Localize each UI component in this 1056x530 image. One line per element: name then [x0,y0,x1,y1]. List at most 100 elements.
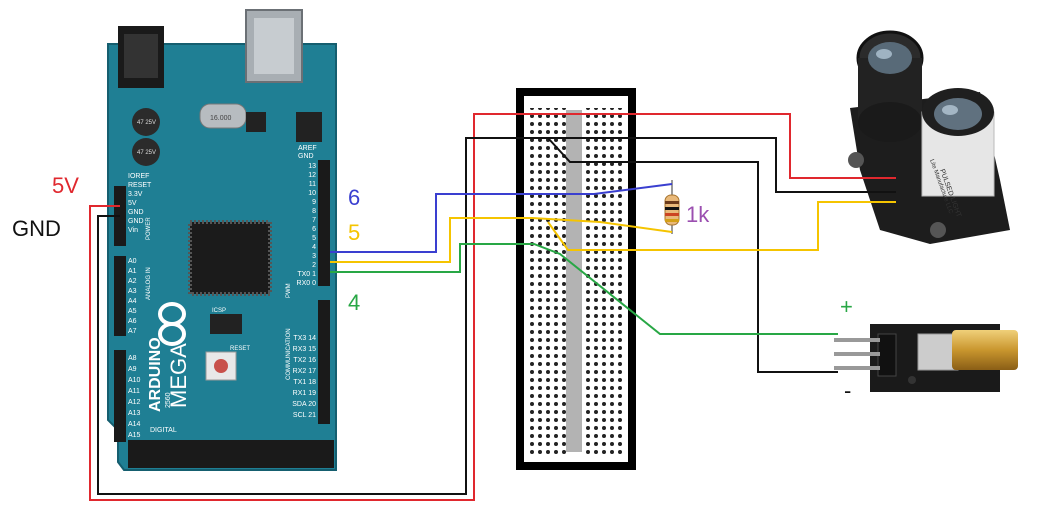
label-5v: 5V [52,173,79,198]
pin-label: 3.3V [128,191,143,198]
pin-label: 10 [308,190,316,197]
arduino-logo [158,302,186,346]
label-pin6: 6 [348,185,360,210]
pin-label: A14 [128,421,141,428]
pin-label: 5 [312,235,316,242]
laser-diode [952,330,1018,370]
label-resistor: 1k [686,202,710,227]
icsp-header [210,314,242,334]
wire-gnd-black [97,137,896,495]
comm-header [318,300,330,424]
pin-label: 2 [312,262,316,269]
pin-label: 4 [312,244,316,251]
pin-label: A4 [128,298,137,305]
capacitor [132,138,160,166]
lidar-sensor: PULSED LIGHT Lite Manufacture LLC [848,30,1010,244]
pin-label: TX3 14 [293,335,316,342]
pin-label: A9 [128,366,137,373]
board-model: MEGA [166,343,191,408]
pin-label: SDA 20 [292,401,316,408]
pwm-label: PWM [286,283,292,298]
pin-label: A10 [128,377,141,384]
capacitor-label: 47 25V [137,120,156,126]
atmega2560-chip [188,220,272,296]
pin-label: RESET [128,182,152,189]
analog-header-1 [114,256,126,336]
pin-label: GND [128,218,144,225]
label-laser-plus: + [840,294,853,319]
pin-label: RX1 19 [293,390,316,397]
capacitor [132,108,160,136]
crystal-label: 16.000 [210,115,232,122]
pin-label: TX1 18 [293,379,316,386]
board-name: ARDUINO [147,337,164,412]
pin-label: A8 [128,355,137,362]
pin-label: 3 [312,253,316,260]
power-pin-labels: IOREF RESET 3.3V 5V GND GND Vin [128,173,152,234]
pin-label: SCL 21 [293,412,316,419]
label-pin5: 5 [348,220,360,245]
pin-label: A12 [128,399,141,406]
comm-pin-labels: TX3 14 RX3 15 TX2 16 RX2 17 TX1 18 RX1 19 SDA … [292,335,316,419]
breadboard-channel [566,110,582,452]
pin-label: 11 [309,181,316,188]
pin-label: Vin [128,227,138,234]
pin-label: 7 [312,217,316,224]
wire-lidar-signal-yellow [547,201,896,251]
capacitor-label: 47 25V [137,150,156,156]
breadboard [516,88,636,470]
reset-label: RESET [230,346,250,352]
analog-header-label: ANALOG IN [146,267,152,300]
aref-label: AREF [298,145,317,152]
icsp-header-top [296,112,322,142]
wires [89,113,896,501]
pin-label: RX3 15 [293,346,316,353]
pin-label: A11 [128,388,140,395]
wire-gnd-laser [547,137,838,373]
comm-label: COMMUNICATION [286,328,292,380]
pin-label: A0 [128,258,137,265]
pin-label: A13 [128,410,141,417]
pin-label: TX2 16 [293,357,316,364]
wire-pin4-green [330,243,838,335]
pin-label: 13 [308,163,316,170]
pin-label: A5 [128,308,137,315]
pin-label: 12 [308,172,316,179]
analog-header-2 [114,350,126,442]
label-gnd: GND [12,216,61,241]
label-laser-minus: - [844,378,851,403]
arduino-mega-board: 47 25V 47 25V 16.000 ARDUINO MEGA 2560 I… [107,9,337,471]
pin-label: 6 [312,226,316,233]
label-pin4: 4 [348,290,360,315]
pin-label: A3 [128,288,137,295]
pin-label: 8 [312,208,316,215]
pin-label: A7 [128,328,137,335]
power-header-label: POWER [146,217,152,240]
wire-pin5-yellow [330,217,673,263]
usb-chip [246,112,266,132]
pin-label: IOREF [128,173,149,180]
pin-label: GND [128,209,144,216]
pin-label: A6 [128,318,137,325]
gnd-pin-label: GND [298,153,314,160]
pin-label: TX0 1 [297,271,316,278]
pin-label: A2 [128,278,137,285]
pin-label: A1 [128,268,137,275]
pwm-header [318,160,330,286]
digital-header [128,440,334,468]
board-model-number: 2560 [165,392,172,408]
pin-label: 9 [312,199,316,206]
pin-label: RX0 0 [297,280,317,287]
laser-module [834,324,1018,392]
pin-label: A15 [128,432,141,439]
resistor [664,180,680,234]
wire-5v-red [89,113,896,501]
icsp-label: ICSP [212,308,226,314]
wire-pin6-blue [330,183,673,253]
pin-label: RX2 17 [293,368,316,375]
digital-label: DIGITAL [150,427,177,434]
pin-label: 5V [128,200,137,207]
